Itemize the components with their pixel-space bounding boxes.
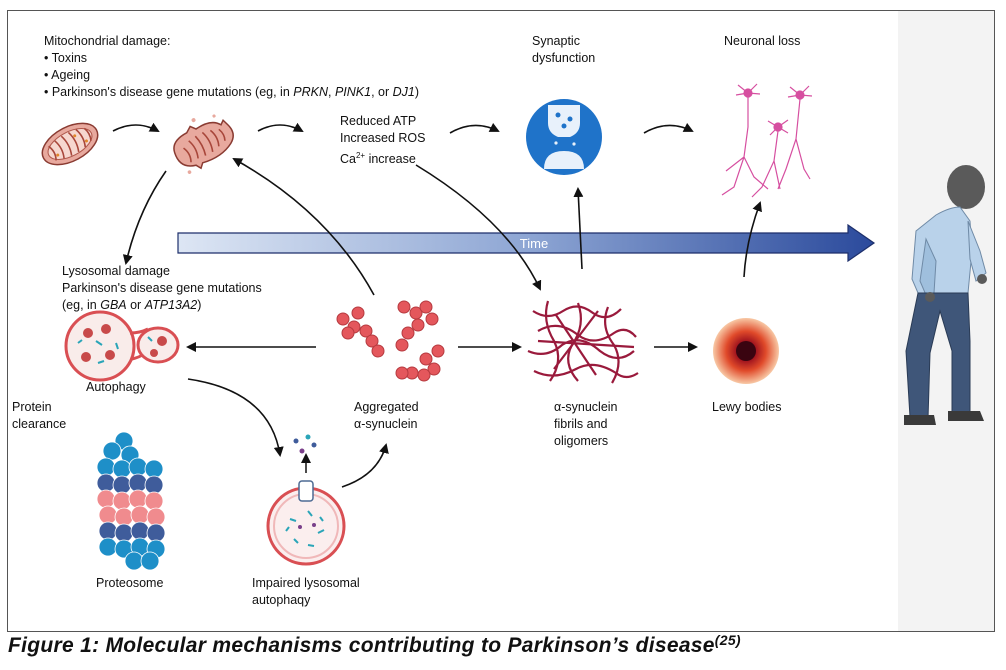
- mito-sep1: ,: [328, 85, 335, 99]
- lyso-suffix: ): [197, 298, 202, 312]
- aggregated-line2: α-synuclein: [354, 417, 418, 431]
- caption-reference: (25): [714, 632, 741, 648]
- lewy-body-icon: [713, 318, 779, 384]
- fibrils-line2: fibrils and: [554, 417, 608, 431]
- synaptic-line1: Synaptic: [532, 34, 580, 48]
- fibrils-line3: oligomers: [554, 434, 609, 448]
- gene-prkn: PRKN: [293, 85, 328, 99]
- fibrils-icon: [527, 300, 639, 384]
- mito-gene-suffix: ): [414, 85, 420, 99]
- time-arrow: [177, 223, 876, 263]
- gene-pink1: PINK1: [334, 85, 372, 99]
- mito-bullet-genes: • Parkinson's disease gene mutations (eg…: [44, 84, 419, 101]
- effects-reduced-atp: Reduced ATP: [340, 114, 417, 128]
- impaired-lysosome-icon: [266, 434, 346, 566]
- gene-atp13a2: ATP13A2: [144, 298, 198, 312]
- diagram-canvas: Time: [41, 11, 994, 631]
- impaired-line1: Impaired lysosomal: [252, 576, 360, 590]
- synapse-icon: [526, 99, 602, 175]
- effects-increased-ros: Increased ROS: [340, 131, 426, 145]
- mitochondrion-damaged-icon: [173, 114, 234, 174]
- aggregated-alpha-synuclein-label: Aggregated α-synuclein: [354, 399, 419, 433]
- impaired-line2: autophaqy: [252, 593, 311, 607]
- lysosomal-damage-label: Lysosomal damage Parkinson's disease gen…: [62, 263, 262, 314]
- aggregated-alpha-synuclein-icon: [336, 300, 445, 382]
- autophagy-icon: [64, 310, 180, 382]
- mito-gene-prefix: • Parkinson's disease gene mutations (eg…: [44, 85, 294, 99]
- proteosome-label: Proteosome: [96, 576, 164, 590]
- effects-calcium: Ca2+ increase: [340, 147, 425, 168]
- time-label: Time: [520, 236, 548, 251]
- proteosome-icon: [96, 431, 166, 571]
- autophagy-label: Autophagy: [86, 380, 146, 394]
- ca-superscript: 2+: [355, 151, 366, 160]
- figure-caption: Figure 1: Molecular mechanisms contribut…: [8, 632, 741, 658]
- neuronal-loss-label: Neuronal loss: [724, 34, 801, 48]
- elderly-person-icon: [904, 165, 987, 425]
- caption-text: Figure 1: Molecular mechanisms contribut…: [8, 634, 715, 657]
- mito-bullet-toxins: • Toxins: [44, 51, 88, 65]
- protein-clearance-line1: Protein: [12, 400, 52, 414]
- figure-frame: Time Mitochondrial damage: • Toxins • Ag…: [7, 10, 995, 632]
- protein-clearance-line2: clearance: [12, 417, 67, 431]
- aggregated-line1: Aggregated: [354, 400, 419, 414]
- lysosomal-line1: Lysosomal damage: [62, 264, 170, 278]
- mito-bullet-ageing: • Ageing: [44, 68, 91, 82]
- lysosomal-line2: Parkinson's disease gene mutations: [62, 281, 262, 295]
- mitochondrial-damage-label: Mitochondrial damage: • Toxins • Ageing …: [44, 33, 419, 101]
- gene-gba: GBA: [100, 298, 127, 312]
- arrows: [112, 122, 762, 488]
- fibrils-line1: α-synuclein: [554, 400, 618, 414]
- mitochondrial-effects-label: Reduced ATP Increased ROS Ca2+ increase: [340, 113, 425, 168]
- lyso-sep: or: [126, 298, 145, 312]
- impaired-lysosomal-autophagy-label: Impaired lysosomal autophaqy: [252, 575, 360, 609]
- gene-dj1: DJ1: [392, 85, 415, 99]
- mito-title: Mitochondrial damage:: [44, 34, 171, 48]
- ca-increase-text: increase: [365, 152, 416, 167]
- lewy-bodies-label: Lewy bodies: [712, 400, 782, 414]
- lysosomal-genes: (eg, in GBA or ATP13A2): [62, 297, 262, 314]
- fibrils-label: α-synuclein fibrils and oligomers: [554, 399, 618, 450]
- ca-text: Ca: [340, 152, 356, 167]
- protein-clearance-label: Protein clearance: [12, 399, 66, 433]
- lyso-prefix: (eg, in: [62, 298, 101, 312]
- neurons-icon: [721, 83, 813, 198]
- mito-sep2: , or: [371, 85, 393, 99]
- mitochondrion-healthy-icon: [41, 122, 99, 166]
- synaptic-dysfunction-label: Synaptic dysfunction: [532, 33, 595, 67]
- synaptic-line2: dysfunction: [532, 51, 596, 65]
